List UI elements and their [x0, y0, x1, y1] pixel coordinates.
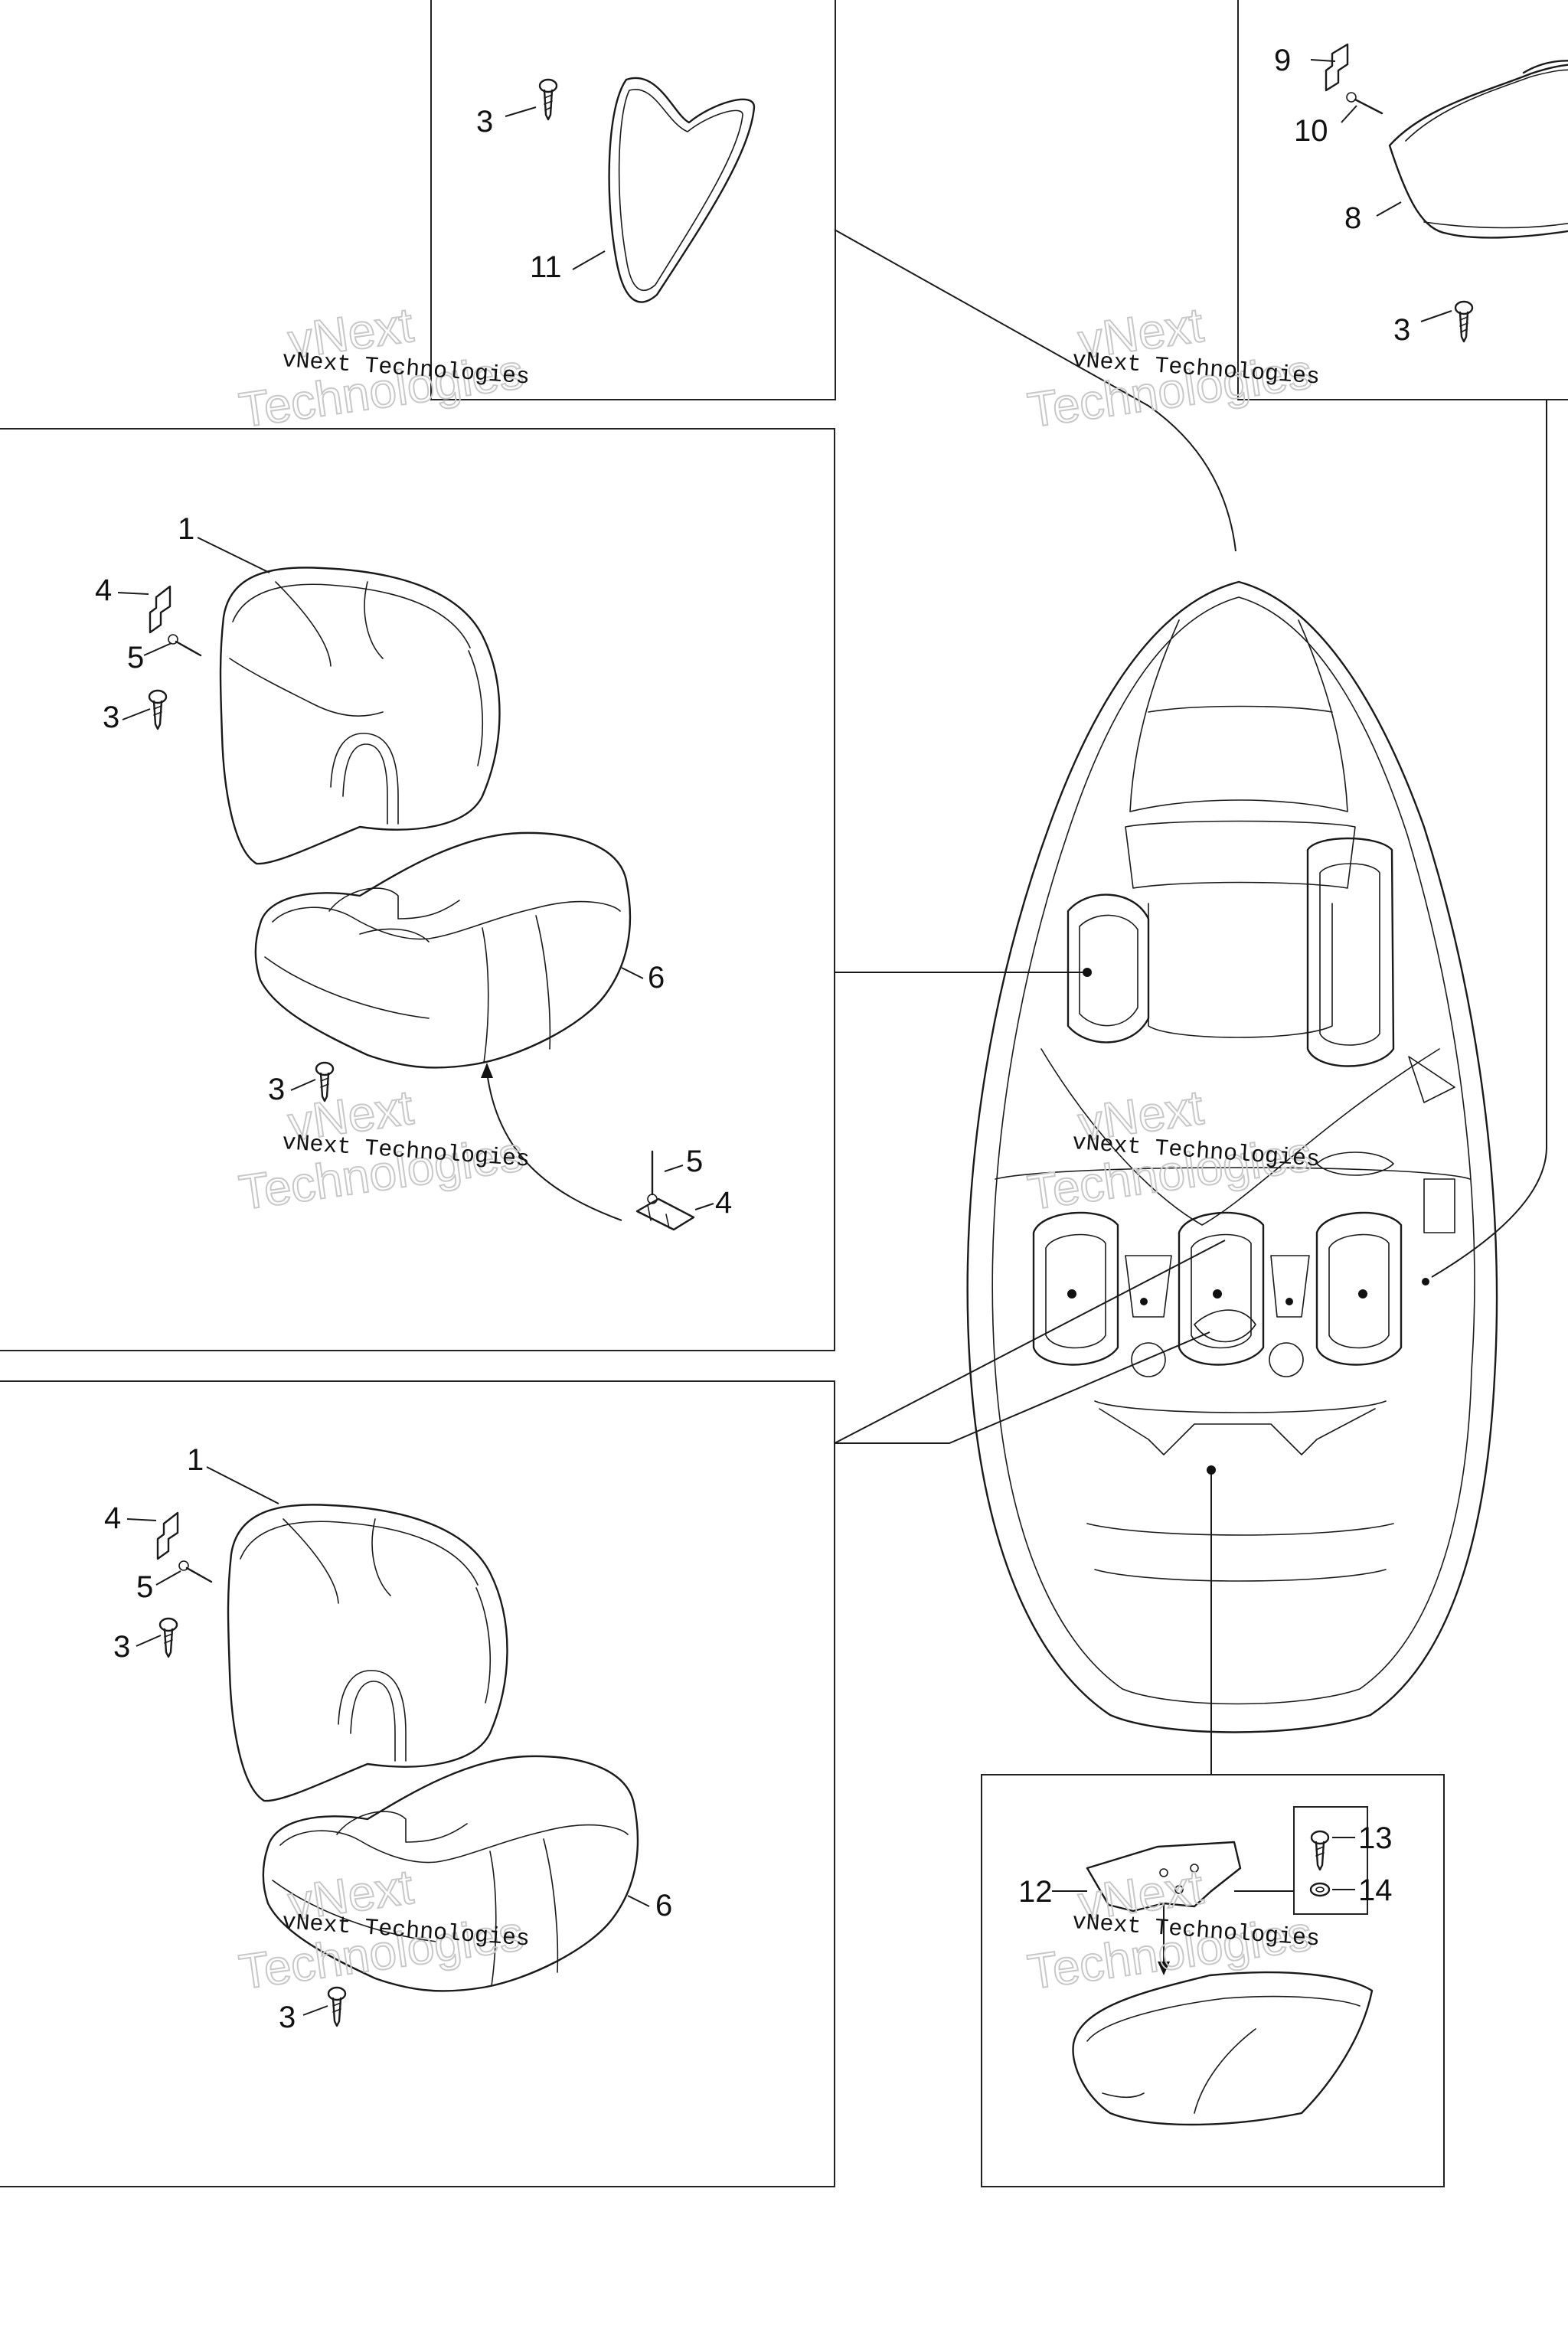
- bolt-5-top-under: [647, 1150, 658, 1204]
- callout-3-right: 3: [1393, 313, 1410, 347]
- frame-fasteners-13-14: [1293, 1806, 1368, 1915]
- bolt-5-top: [168, 634, 202, 657]
- callout-3-seat-top-a: 3: [103, 701, 119, 734]
- leader-1-top: [197, 537, 270, 573]
- callout-6-top: 6: [648, 961, 665, 995]
- boat-location-dots: [1067, 968, 1429, 1475]
- frame-seat-assembly-bottom: [0, 1380, 835, 2187]
- frame-cover-12: [981, 1774, 1445, 2187]
- leader-5-bottom: [155, 1570, 181, 1586]
- callout-5-bottom: 5: [136, 1570, 153, 1604]
- seat-backrest-1-top: [219, 567, 501, 865]
- frame-backrest-11: [430, 0, 836, 400]
- arrow-top-assembly: [486, 1071, 622, 1221]
- frame-seat-assembly-top: [0, 428, 835, 1351]
- bolt-5-bottom: [178, 1560, 213, 1583]
- leader-8: [1376, 201, 1402, 217]
- callout-11: 11: [530, 250, 562, 284]
- callout-labels: 3 11 9 10 8 3 1 4 5 3 6 3 5 4 1 4 5 3 6 …: [95, 44, 1410, 2034]
- callout-1-bottom: 1: [187, 1443, 204, 1477]
- callout-5-top: 5: [127, 641, 144, 675]
- plate-12: [1086, 1841, 1242, 1913]
- seat-backrest-1-bottom: [227, 1504, 508, 1802]
- screw-3-seat-top-b: [315, 1061, 335, 1102]
- callout-4-top-under: 4: [715, 1186, 732, 1220]
- leader-4-top-under: [694, 1203, 714, 1210]
- watercraft-rear-seats: [995, 1152, 1471, 1377]
- screw-3-seat-bottom-a: [158, 1617, 178, 1658]
- backrest-pad-11: [608, 77, 756, 303]
- watercraft-right-console: [1306, 837, 1455, 1103]
- callout-5-top-under: 5: [686, 1145, 703, 1178]
- watercraft-hull: [966, 580, 1498, 1733]
- watermark-6: vNext Technologies vNext Technologies: [1024, 1858, 1321, 2001]
- arrow-head-cover: [1158, 1962, 1170, 1975]
- leader-3-top-b: [290, 1079, 316, 1091]
- screw-3-right: [1454, 300, 1474, 343]
- leader-6-bottom: [627, 1895, 650, 1907]
- leader-11: [572, 250, 606, 270]
- watermark-2: vNext Technologies vNext Technologies: [1024, 296, 1321, 439]
- leader-9: [1310, 59, 1336, 62]
- callout-10: 10: [1294, 114, 1328, 148]
- watermark-5: vNext Technologies vNext Technologies: [235, 1858, 531, 2001]
- callout-3-top: 3: [476, 105, 493, 139]
- watercraft-stern: [1086, 1400, 1394, 1582]
- callout-6-bottom: 6: [655, 1889, 672, 1922]
- seat-cushion-6-bottom: [262, 1755, 639, 1992]
- callout-9: 9: [1274, 44, 1291, 77]
- leader-3-right: [1420, 310, 1452, 322]
- callout-13: 13: [1358, 1821, 1393, 1855]
- watercraft-front-seat: [1067, 893, 1150, 1044]
- callout-3-seat-bottom-a: 3: [113, 1630, 130, 1664]
- seat-8: [1388, 64, 1568, 239]
- arrow-head-top: [481, 1063, 493, 1078]
- storage-cover: [1072, 1971, 1374, 2126]
- leader-10: [1341, 105, 1357, 123]
- callout-4-top: 4: [95, 573, 112, 607]
- callout-8: 8: [1344, 201, 1361, 235]
- leader-6-top: [621, 967, 644, 979]
- callout-3-seat-bottom-b: 3: [279, 2001, 296, 2034]
- leader-3-top: [505, 106, 537, 117]
- callout-1-top: 1: [178, 512, 194, 546]
- leader-4-top: [117, 592, 149, 595]
- callout-12: 12: [1018, 1875, 1053, 1909]
- washer-14: [1309, 1882, 1331, 1897]
- bracket-4-bottom: [156, 1511, 179, 1560]
- frame-connectors: [834, 229, 1547, 1775]
- screw-13: [1310, 1830, 1330, 1871]
- screw-3-seat-bottom-b: [327, 1986, 347, 2027]
- leader-5-top: [143, 642, 172, 656]
- frame-seat-8: [1237, 0, 1568, 400]
- callout-3-seat-top-b: 3: [268, 1073, 285, 1106]
- screw-3-seat-top-a: [148, 689, 168, 730]
- leader-3-top-a: [122, 708, 151, 720]
- bolt-10: [1346, 92, 1383, 115]
- seat-cushion-6-top: [254, 831, 632, 1069]
- callout-14: 14: [1358, 1873, 1393, 1907]
- bracket-4-top: [149, 585, 172, 634]
- bracket-9: [1325, 43, 1349, 92]
- callout-4-bottom: 4: [104, 1501, 121, 1535]
- screw-3-top: [538, 78, 558, 121]
- watermark-4: vNext Technologies vNext Technologies: [1024, 1079, 1321, 1221]
- leader-3-bottom-a: [136, 1635, 162, 1647]
- bracket-4-top-under: [635, 1197, 695, 1231]
- leader-5-top-under: [664, 1165, 684, 1172]
- leader-4-bottom: [126, 1518, 157, 1521]
- seat-8-strap: [1522, 60, 1568, 74]
- leader-3-bottom-b: [302, 2005, 328, 2016]
- watermark-1: vNext Technologies vNext Technologies: [235, 296, 531, 439]
- leader-1-bottom: [206, 1466, 279, 1504]
